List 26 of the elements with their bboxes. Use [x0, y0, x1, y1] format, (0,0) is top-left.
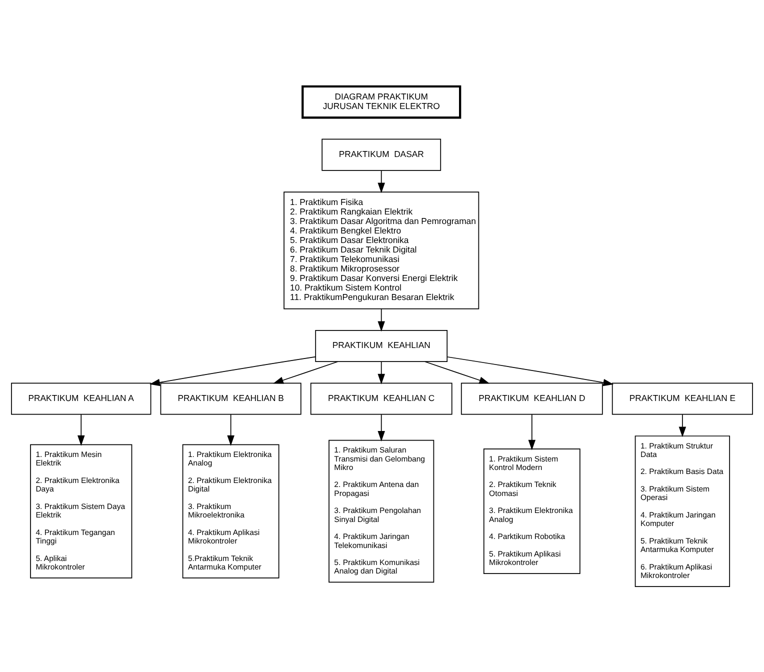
- arrow: [378, 414, 385, 441]
- node-box: 1. Praktikum Sistem Kontrol Modern 2. Praktikum Teknik Otomasi 3. Praktikum Elektronika Analog 4. Parktikum Robotika 5. Praktikum Aplikasi Mikrokontroler: [483, 448, 580, 574]
- node-box: 1. Praktikum Mesin Elektrik 2. Praktikum Elektronika Daya 3. Praktikum Sistem Daya Elektrik 4. Praktikum Tegangan Tinggi 5. Aplikai Mikrokontroler: [30, 444, 132, 578]
- arrow: [378, 170, 385, 193]
- node-box: 1. Praktikum Fisika 2. Praktikum Rangkaian Elektrik 3. Praktikum Dasar Algoritma dan Pemrograman 4. Praktikum Bengkel Elektro 5. Praktikum Dasar Elektronika 6. Praktikum Dasar Teknik Digital 7. Praktikum Telekomunikasi 8. Praktikum Mikroprosessor 9. Praktikum Dasar Konversi Energi Elektrik 10. Praktikum Sistem Kontrol 11. PraktikumPengukuran Besaran Elektrik: [284, 191, 480, 309]
- arrow: [678, 414, 686, 437]
- node-box: DIAGRAM PRAKTIKUM JURUSAN TEKNIK ELEKTRO: [302, 84, 462, 118]
- node-box: PRAKTIKUM KEAHLIAN E: [612, 382, 753, 414]
- node-box: PRAKTIKUM KEAHLIAN A: [11, 382, 152, 414]
- arrow: [424, 360, 490, 384]
- arrow: [446, 356, 614, 386]
- node-box: PRAKTIKUM KEAHLIAN C: [310, 382, 452, 414]
- node-box: PRAKTIKUM DASAR: [322, 138, 442, 170]
- node-box: PRAKTIKUM KEAHLIAN B: [160, 382, 302, 414]
- node-box: 1. Praktikum Struktur Data 2. Praktikum Basis Data 3. Praktikum Sistem Operasi 4. Praktikum Jaringan Komputer 5. Praktikum Teknik Antarmuka Komputer 6. Praktikum Aplikasi Mikrokontroler: [634, 435, 730, 586]
- arrow: [150, 356, 316, 386]
- arrow: [378, 308, 385, 332]
- node-box: 1. Praktikum Elektronika Analog 2. Praktikum Elektronika Digital 3. Praktikum Mikroelektronika 4. Praktikum Aplikasi Mikrokontroler 5.Praktikum Teknik Antarmuka Komputer: [182, 444, 280, 578]
- arrow: [78, 414, 85, 446]
- node-box: PRAKTIKUM KEAHLIAN D: [460, 382, 603, 414]
- arrow: [227, 414, 234, 446]
- node-box: 1. Praktikum Saluran Transmisi dan Gelombang Mikro 2. Praktikum Antena dan Propagasi 3. Praktikum Pengolahan Sinyal Digital 4. Praktikum Jaringan Telekomunikasi 5. Praktikum Komunikasi Analog dan Digital: [328, 439, 434, 582]
- arrow: [528, 414, 536, 450]
- node-box: PRAKTIKUM KEAHLIAN: [315, 330, 448, 362]
- arrow: [273, 360, 338, 384]
- arrow: [378, 360, 385, 384]
